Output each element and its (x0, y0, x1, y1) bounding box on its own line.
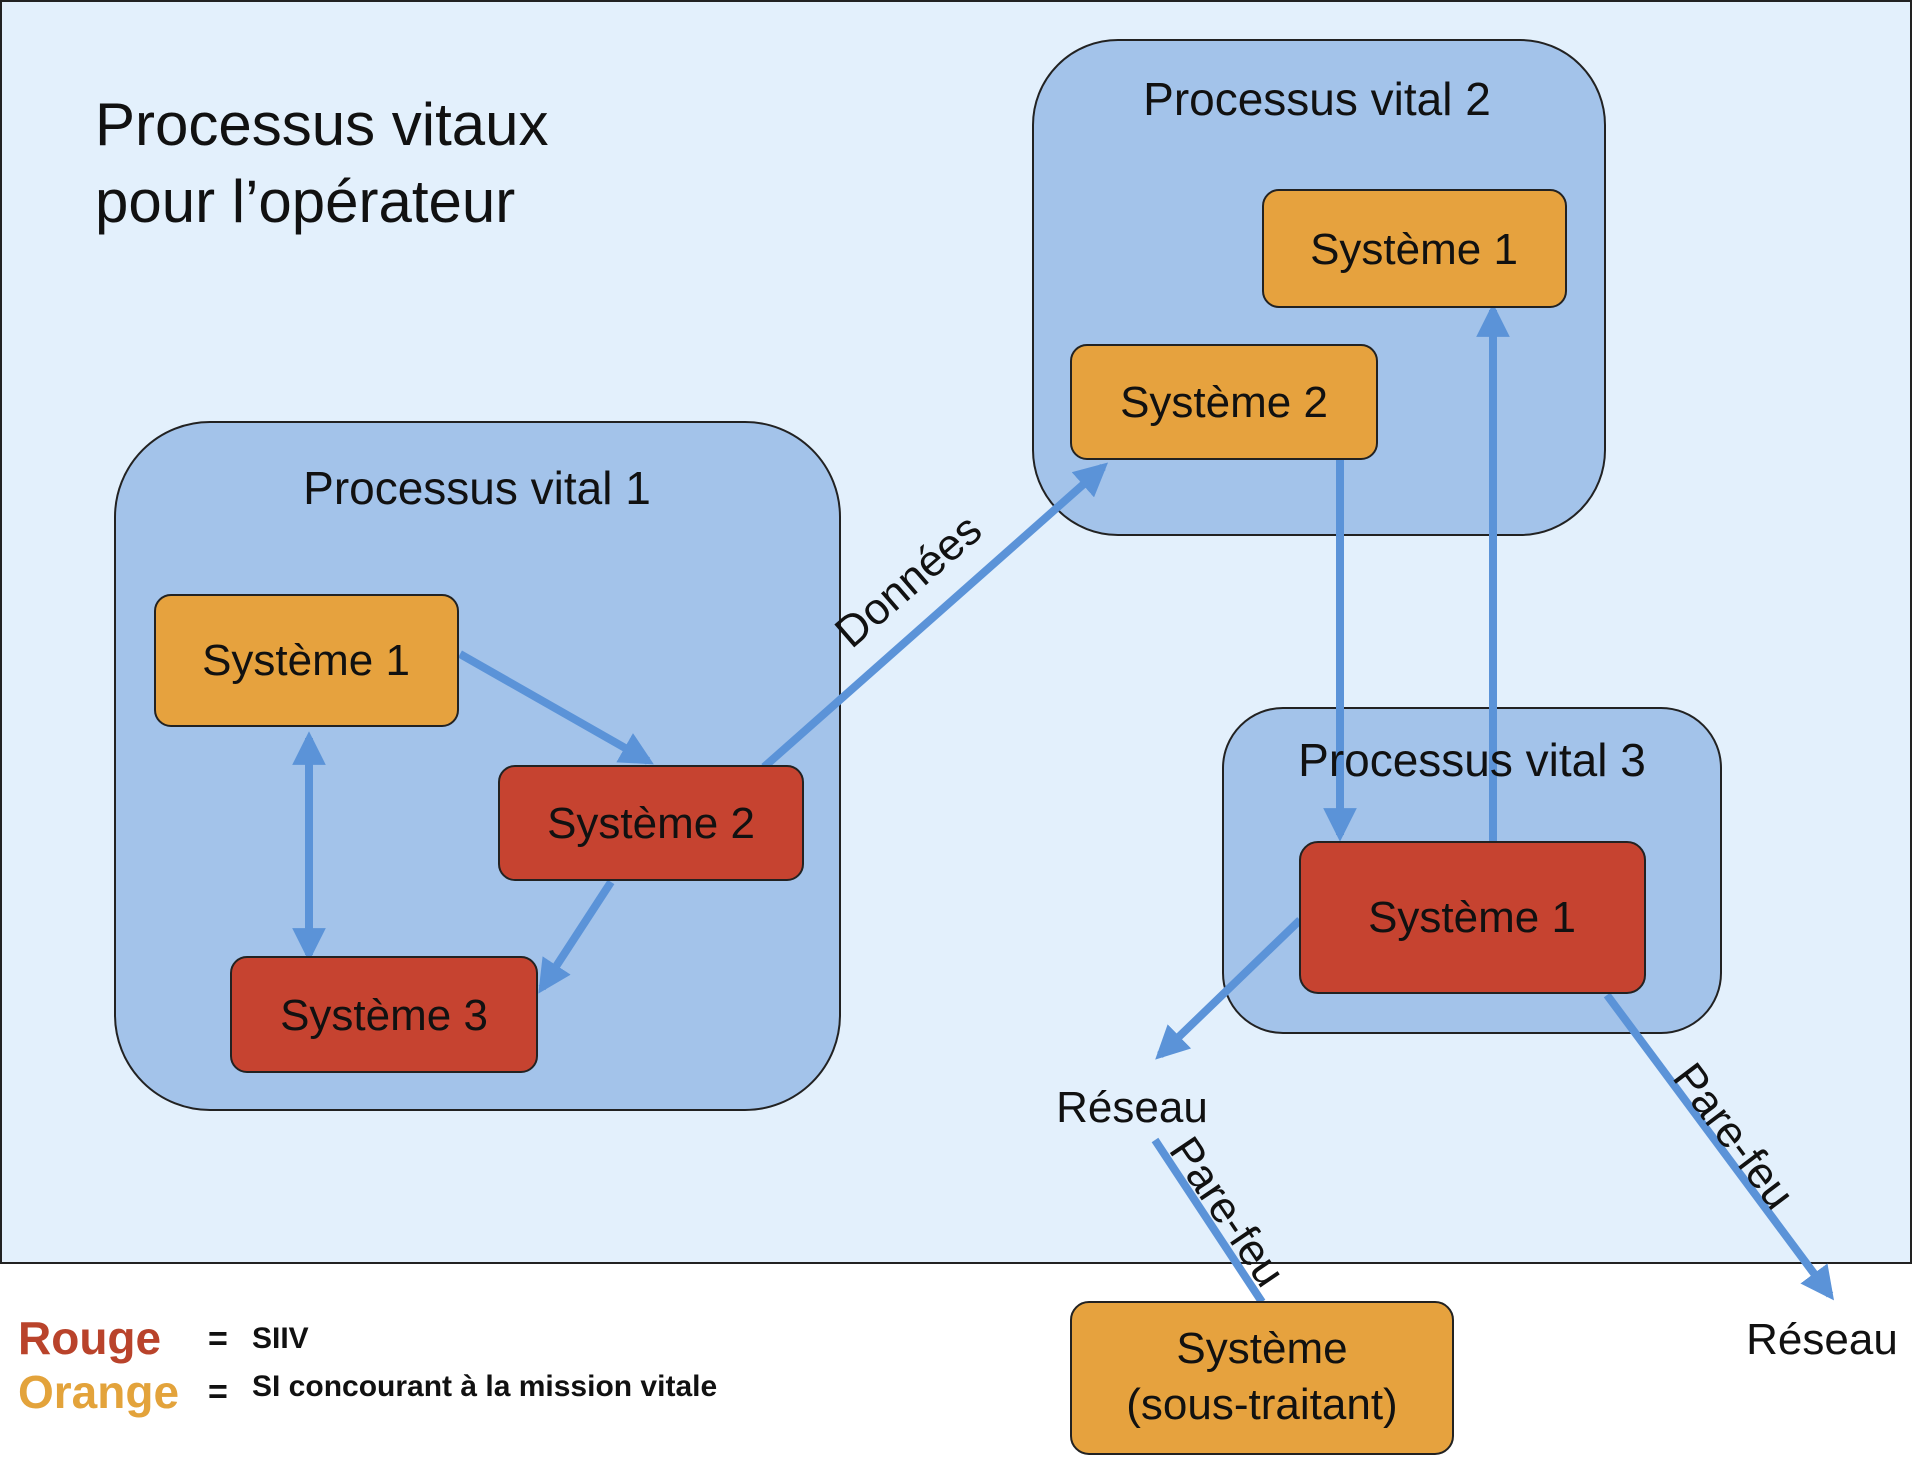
legend-equals-orange: = (208, 1373, 228, 1411)
node-pv3-systeme-1[interactable] (1299, 841, 1646, 994)
node-label-pv1-systeme-1: Système 1 (202, 636, 410, 685)
node-label-pv2-systeme-1: Système 1 (1310, 225, 1518, 274)
arrow-pv3-s1-to-network-left (1155, 917, 1303, 1060)
legend-desc-siiv: SIIV (252, 1322, 309, 1355)
arrow-pv1-s2-to-s3 (538, 879, 615, 994)
node-label-subcontractor-line-1: Système (1176, 1324, 1347, 1373)
node-pv2-systeme-2[interactable] (1070, 344, 1378, 460)
node-label-pv1-systeme-3: Système 3 (280, 991, 488, 1040)
node-pv1-systeme-1[interactable] (154, 594, 459, 727)
arrow-pv1-s1-to-s2 (458, 650, 654, 765)
node-label-subcontractor-line-2: (sous-traitant) (1126, 1380, 1397, 1429)
network-label-left: Réseau (1056, 1083, 1208, 1132)
node-label-pv2-systeme-2: Système 2 (1120, 378, 1328, 427)
group-label-processus-vital-2: Processus vital 2 (1143, 73, 1491, 125)
diagram-title-line-1: Processus vitaux (95, 91, 549, 158)
node-pv2-systeme-1[interactable] (1262, 189, 1567, 308)
legend-equals-rouge: = (208, 1320, 228, 1358)
node-label-pv1-systeme-2: Système 2 (547, 799, 755, 848)
node-label-pv3-systeme-1: Système 1 (1368, 893, 1576, 942)
node-pv1-systeme-3[interactable] (230, 956, 538, 1073)
diagram-title-line-2: pour l’opérateur (95, 168, 515, 235)
legend-desc-si-concourant: SI concourant à la mission vitale (252, 1370, 717, 1403)
arrow-donnees-pv1-s2-to-pv2-s2 (761, 462, 1109, 770)
legend-key-rouge: Rouge (18, 1312, 161, 1364)
legend-key-orange: Orange (18, 1366, 179, 1418)
arrow-pv3-s1-to-network-right (1603, 992, 1835, 1301)
group-label-processus-vital-1: Processus vital 1 (303, 462, 651, 514)
link-network-left-to-subcontractor (1151, 1137, 1266, 1305)
node-systeme-sous-traitant[interactable] (1070, 1301, 1454, 1455)
edges (292, 303, 1835, 1305)
node-pv1-systeme-2[interactable] (498, 765, 804, 881)
network-label-right: Réseau (1746, 1315, 1898, 1364)
group-label-processus-vital-3: Processus vital 3 (1298, 734, 1646, 786)
